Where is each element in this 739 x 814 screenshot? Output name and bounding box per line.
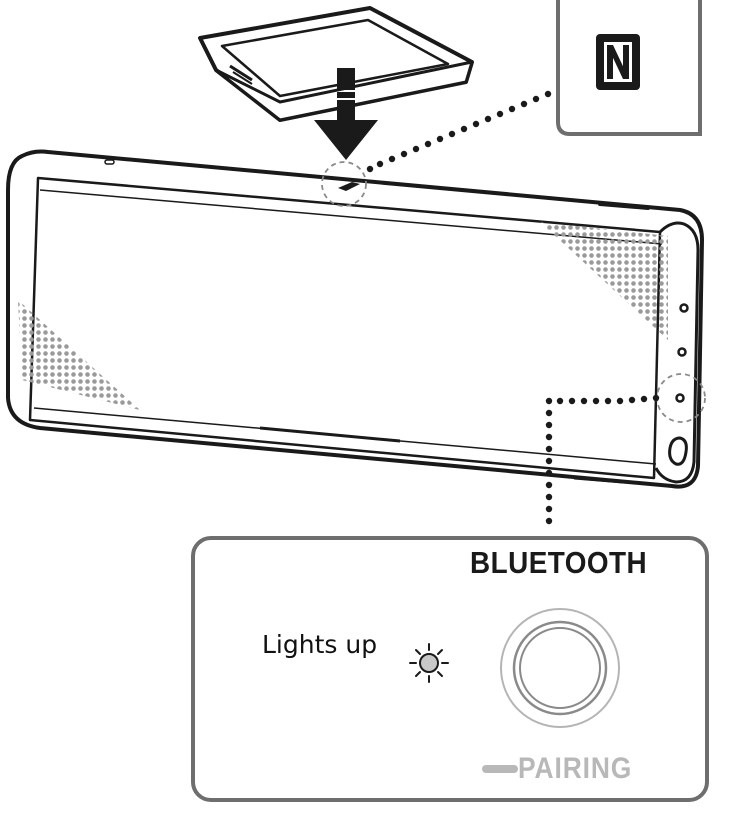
bluetooth-label: BLUETOOTH <box>470 545 641 581</box>
speaker <box>0 152 705 487</box>
indicator-lamp-icon <box>410 644 448 682</box>
n-mark-icon <box>596 34 640 90</box>
pairing-dash <box>482 765 518 773</box>
lights-up-label: Lights up <box>262 630 402 659</box>
smartphone <box>200 8 472 120</box>
pairing-label: PAIRING <box>518 752 650 786</box>
nfc-leader-dots <box>367 91 551 172</box>
bluetooth-button <box>501 609 619 727</box>
